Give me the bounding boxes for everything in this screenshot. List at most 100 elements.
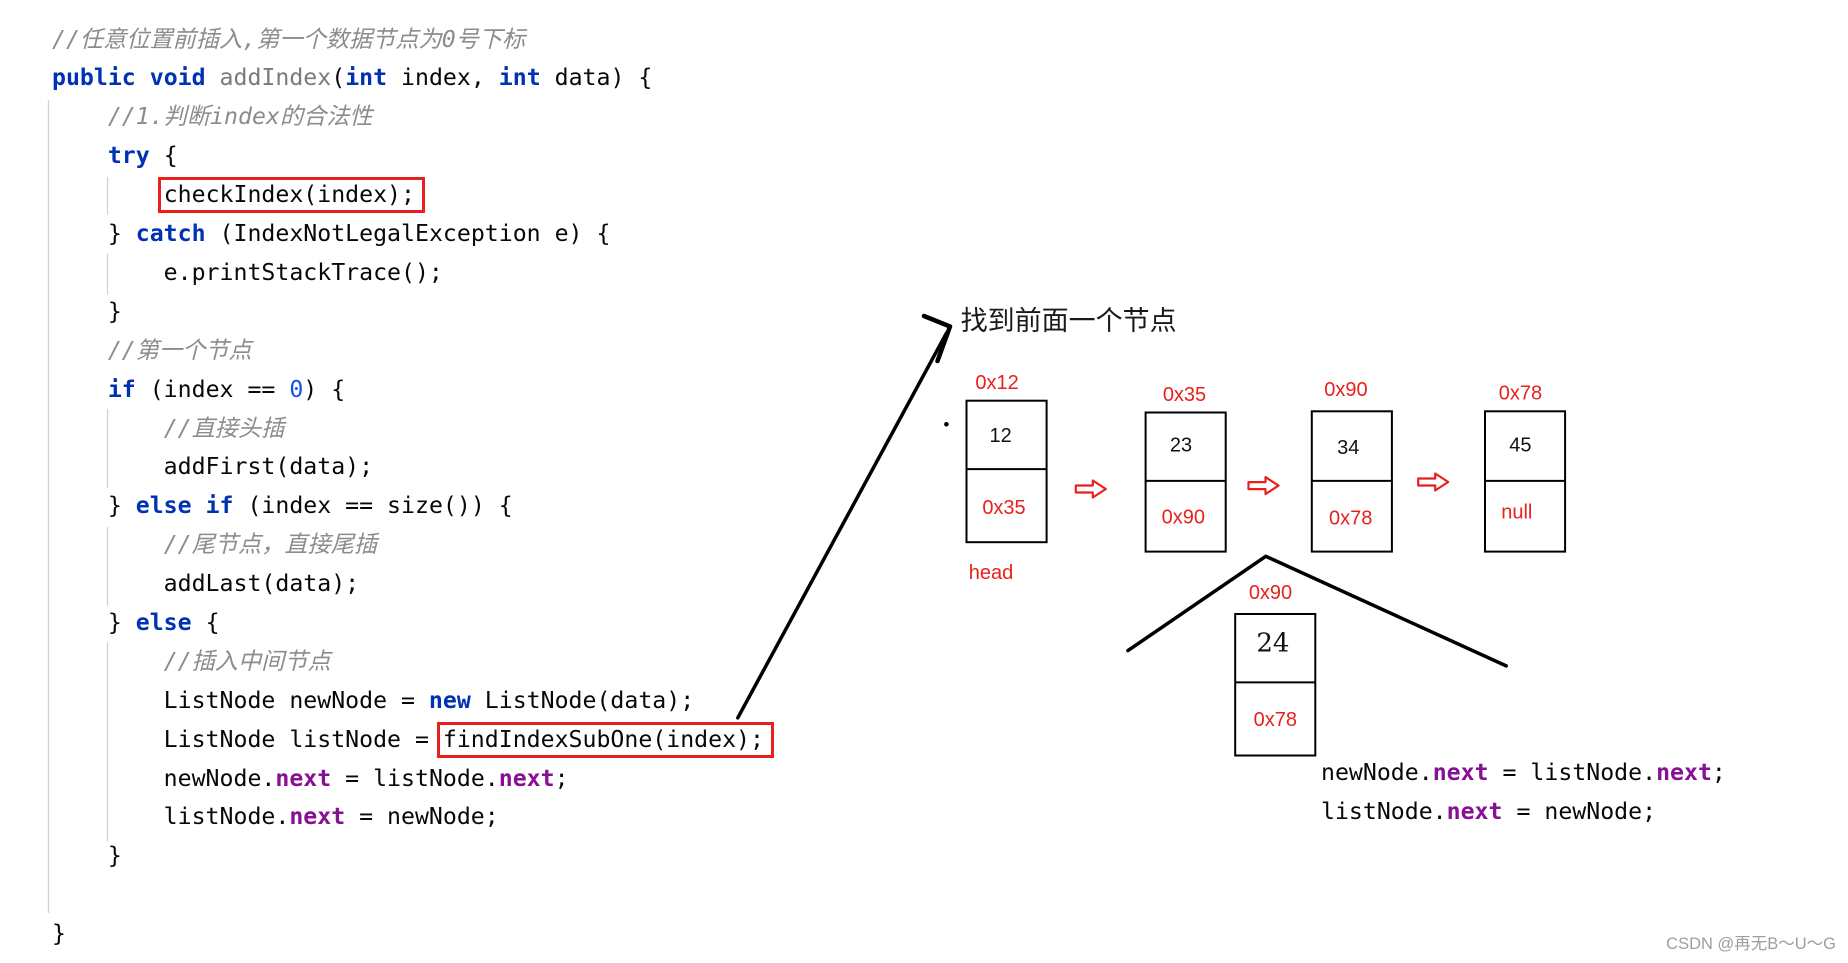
code-token-plain: (IndexNotLegalException e) { (205, 220, 611, 248)
node-value: 23 (1170, 435, 1192, 457)
code-token-keyword: else (135, 492, 192, 520)
stray-dot (944, 422, 949, 427)
new-node: 0x90 24 0x78 (1234, 582, 1317, 757)
insert-code-snippet: newNode.next = listNode.next;listNode.ne… (1321, 754, 1726, 832)
code-line: newNode.next = listNode.next; (1321, 754, 1726, 793)
code-token-plain: newNode. (52, 764, 276, 792)
code-token-field: next (1656, 758, 1712, 786)
code-token-keyword: new (428, 686, 471, 714)
code-token-number: 0 (289, 375, 304, 403)
code-line: e.printStackTrace(); (52, 254, 774, 293)
code-line: } (52, 837, 774, 876)
code-token-comment: //任意位置前插入,第一个数据节点为0号下标 (52, 25, 526, 53)
code-token-comment: //1.判断index的合法性 (107, 103, 373, 131)
code-line: listNode.next = newNode; (52, 798, 774, 837)
code-editor: //任意位置前插入,第一个数据节点为0号下标 public void addInd… (52, 21, 774, 954)
node-address: 0x90 (1324, 379, 1367, 401)
code-token-keyword: void (149, 64, 206, 92)
code-token-comment: //直接头插 (163, 414, 285, 442)
indent-guides (47, 100, 109, 913)
code-line: } else if (index == size()) { (52, 487, 774, 526)
code-line: newNode.next = listNode.next; (52, 760, 774, 799)
code-token-plain: ListNode(data); (470, 686, 695, 714)
code-token-plain: } (52, 920, 66, 948)
code-token-keyword: catch (135, 220, 206, 248)
code-token-method: addIndex (219, 64, 332, 92)
code-token-keyword: else (135, 608, 192, 636)
watermark: CSDN @再无B～U～G (1666, 935, 1836, 953)
code-line: //尾节点，直接尾插 (52, 526, 774, 565)
code-line: checkIndex(index); (52, 176, 774, 215)
code-line: //1.判断index的合法性 (52, 98, 774, 137)
code-line: } (52, 915, 774, 954)
code-line: //第一个节点 (52, 332, 774, 371)
code-token-field: next (289, 803, 346, 831)
highlighted-code: checkIndex(index); (157, 177, 425, 214)
code-token-plain: = newNode; (345, 803, 499, 831)
code-token-field: next (1432, 758, 1489, 786)
code-token-plain: index, (387, 64, 499, 92)
code-line: //直接头插 (52, 410, 774, 449)
list-node-3: 0x90 34 0x78 (1310, 379, 1393, 553)
node-value: 12 (989, 425, 1011, 447)
code-line: try { (52, 137, 774, 176)
code-token-plain: newNode. (1321, 758, 1433, 786)
code-line: } catch (IndexNotLegalException e) { (52, 215, 774, 254)
code-token-plain: (index == (135, 375, 290, 403)
code-token-plain: addFirst(data); (52, 453, 374, 481)
node-next: 0x90 (1162, 506, 1205, 528)
node-next: 0x35 (982, 497, 1025, 519)
list-node-4: 0x78 45 null (1484, 383, 1567, 553)
code-token-comment: //插入中间节点 (163, 647, 331, 675)
next-arrow-icon (1417, 472, 1450, 492)
node-next: 0x78 (1254, 709, 1297, 731)
code-token-field: next (498, 764, 555, 792)
node-next: null (1501, 502, 1532, 524)
highlighted-code: findIndexSubOne(index); (436, 721, 774, 758)
code-token-plain: { (191, 608, 220, 636)
code-token-keyword: int (345, 64, 388, 92)
code-line: //任意位置前插入,第一个数据节点为0号下标 (52, 21, 774, 60)
code-line: } else { (52, 604, 774, 643)
code-token-plain: } (52, 608, 136, 636)
code-token-plain: } (52, 220, 136, 248)
head-label: head (969, 562, 1014, 584)
code-token-plain: addLast(data); (52, 570, 360, 598)
insertion-lines (1126, 554, 1508, 668)
code-token-plain: data) { (540, 64, 653, 92)
code-line: if (index == 0) { (52, 371, 774, 410)
node-value: 34 (1337, 437, 1359, 459)
list-node-1: 0x12 12 0x35 head (965, 372, 1048, 584)
code-token-field: next (275, 764, 332, 792)
code-token-keyword: public (52, 64, 136, 92)
node-address: 0x12 (975, 372, 1018, 394)
code-token-field: next (1446, 797, 1503, 825)
code-line: //插入中间节点 (52, 643, 774, 682)
pointer-label: 找到前面一个节点 (961, 306, 1177, 337)
next-arrow-icon (1247, 476, 1280, 496)
code-token-plain: { (149, 142, 178, 170)
code-token-plain: listNode. (1321, 797, 1447, 825)
code-line: addFirst(data); (52, 448, 774, 487)
arrow-shaft (736, 331, 949, 720)
code-token-plain: ; (554, 764, 569, 792)
code-line: listNode.next = newNode; (1321, 793, 1726, 832)
code-token-plain: = listNode. (331, 764, 499, 792)
code-line: ListNode listNode = findIndexSubOne(inde… (52, 721, 774, 760)
code-token-plain: ListNode newNode = (52, 686, 429, 714)
code-token-plain: ListNode listNode = (52, 725, 443, 753)
arrow-head-icon (921, 313, 953, 364)
list-node-2: 0x35 23 0x90 (1144, 384, 1227, 553)
code-token-plain: ; (1711, 758, 1726, 786)
code-line: public void addIndex(int index, int data… (52, 59, 774, 98)
code-token-keyword: if (107, 375, 136, 403)
code-line: addLast(data); (52, 565, 774, 604)
code-token-comment: //第一个节点 (107, 336, 252, 364)
code-token-plain: = newNode; (1502, 797, 1657, 825)
code-token-plain: } (52, 492, 136, 520)
node-value: 24 (1256, 629, 1289, 659)
node-box (965, 399, 1048, 544)
code-token-plain: } (52, 842, 122, 870)
